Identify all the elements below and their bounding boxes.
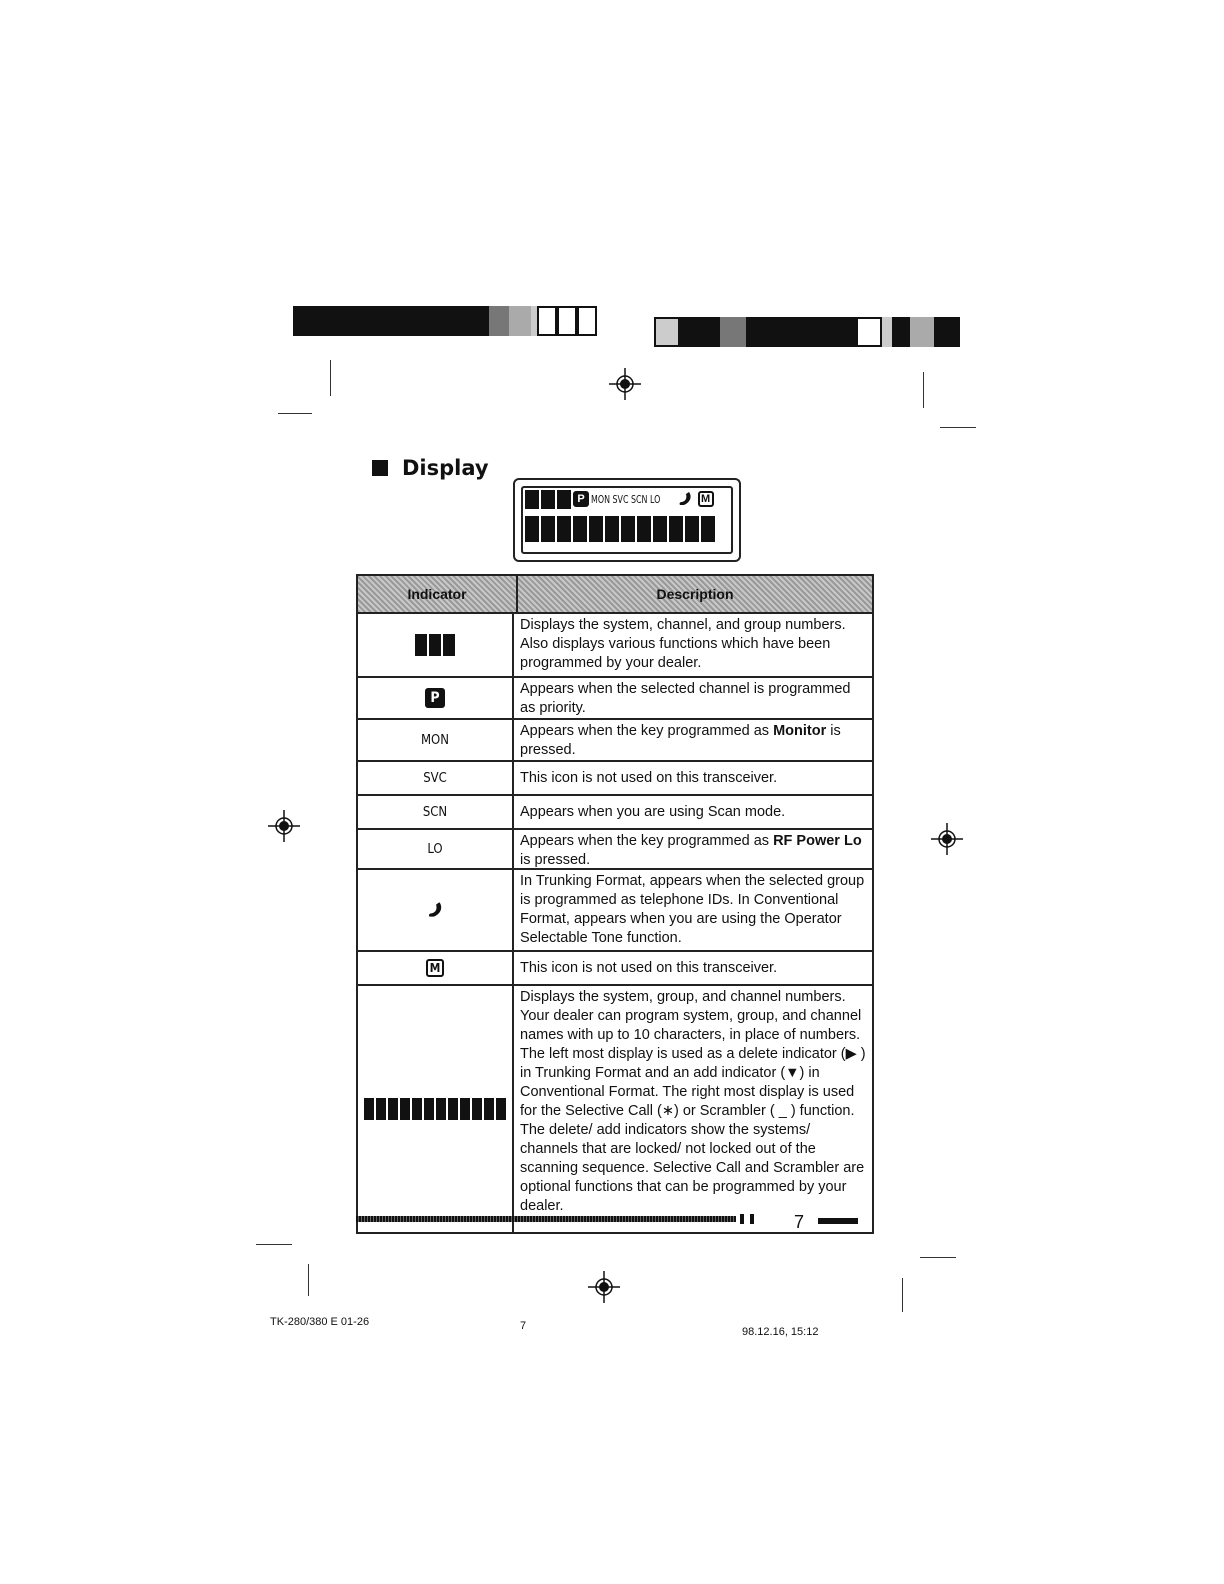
crop-mark	[920, 1257, 956, 1258]
crop-mark	[330, 360, 331, 396]
description-cell: In Trunking Format, appears when the sel…	[520, 873, 865, 946]
indicator-cell: LO	[358, 830, 514, 868]
lcd-status-row: P MON SVC SCN LO M	[525, 488, 714, 510]
description-cell: Appears when the selected channel is pro…	[520, 681, 851, 716]
registration-bar-left	[293, 306, 597, 336]
crop-mark	[902, 1278, 903, 1312]
indicator-cell: P	[358, 678, 514, 718]
telephone-icon	[679, 492, 691, 505]
print-page: 7	[520, 1320, 527, 1332]
table-row: MON Appears when the key programmed as M…	[358, 720, 872, 762]
bullet-square-icon	[372, 460, 388, 476]
print-timestamp: 98.12.16, 15:12	[742, 1326, 819, 1338]
description-cell: Appears when the key programmed as Monit…	[520, 723, 841, 758]
section-title: Display	[402, 456, 489, 480]
indicator-cell	[358, 986, 514, 1232]
priority-icon: P	[573, 491, 589, 507]
crop-mark	[278, 413, 312, 414]
description-cell: Displays the system, group, and channel …	[520, 989, 866, 1214]
table-row: P Appears when the selected channel is p…	[358, 678, 872, 720]
indicator-cell: M	[358, 952, 514, 984]
table-header: Indicator Description	[358, 576, 872, 614]
description-cell: Appears when you are using Scan mode.	[520, 803, 786, 820]
digit-blocks-icon	[415, 634, 455, 656]
page-number: 7	[794, 1212, 805, 1232]
indicator-cell: SCN	[358, 796, 514, 828]
m-indicator-icon: M	[697, 491, 714, 507]
table-row: Displays the system, channel, and group …	[358, 614, 872, 678]
indicator-cell	[358, 870, 514, 950]
indicator-cell: MON	[358, 720, 514, 760]
footer-rule-end	[818, 1218, 858, 1224]
table-row: Displays the system, group, and channel …	[358, 986, 872, 1232]
crop-mark	[256, 1244, 292, 1245]
header-indicator: Indicator	[358, 576, 518, 612]
description-cell: This icon is not used on this transceive…	[520, 959, 778, 976]
table-row: LO Appears when the key programmed as RF…	[358, 830, 872, 870]
crop-mark	[940, 427, 976, 428]
section-heading: Display	[372, 456, 489, 480]
header-description: Description	[656, 586, 734, 602]
indicator-cell	[358, 614, 514, 676]
m-indicator-icon: M	[426, 959, 444, 977]
table-row: SVC This icon is not used on this transc…	[358, 762, 872, 796]
lcd-character-row	[525, 516, 715, 542]
registration-crosshair-icon	[609, 368, 641, 400]
description-cell: Appears when the key programmed as RF Po…	[520, 833, 862, 868]
table-row: In Trunking Format, appears when the sel…	[358, 870, 872, 952]
telephone-icon	[429, 902, 442, 917]
indicator-table: Indicator Description Displays the syste…	[356, 574, 874, 1234]
crop-mark	[308, 1264, 309, 1296]
priority-icon: P	[425, 688, 445, 708]
description-cell: Displays the system, channel, and group …	[520, 617, 846, 671]
lcd-status-labels: MON SVC SCN LO	[591, 492, 661, 506]
doc-id: TK-280/380 E 01-26	[270, 1316, 370, 1328]
crop-mark	[923, 372, 924, 408]
registration-crosshair-icon	[268, 810, 300, 842]
footer-rule	[356, 1216, 736, 1222]
table-row: M This icon is not used on this transcei…	[358, 952, 872, 986]
registration-bar-right	[654, 317, 960, 347]
indicator-cell: SVC	[358, 762, 514, 794]
footer-marks	[740, 1214, 754, 1224]
lcd-display-illustration: P MON SVC SCN LO M	[513, 478, 741, 562]
registration-crosshair-icon	[588, 1271, 620, 1303]
character-blocks-icon	[364, 1098, 506, 1120]
table-row: SCN Appears when you are using Scan mode…	[358, 796, 872, 830]
registration-crosshair-icon	[931, 823, 963, 855]
description-cell: This icon is not used on this transceive…	[520, 769, 778, 786]
